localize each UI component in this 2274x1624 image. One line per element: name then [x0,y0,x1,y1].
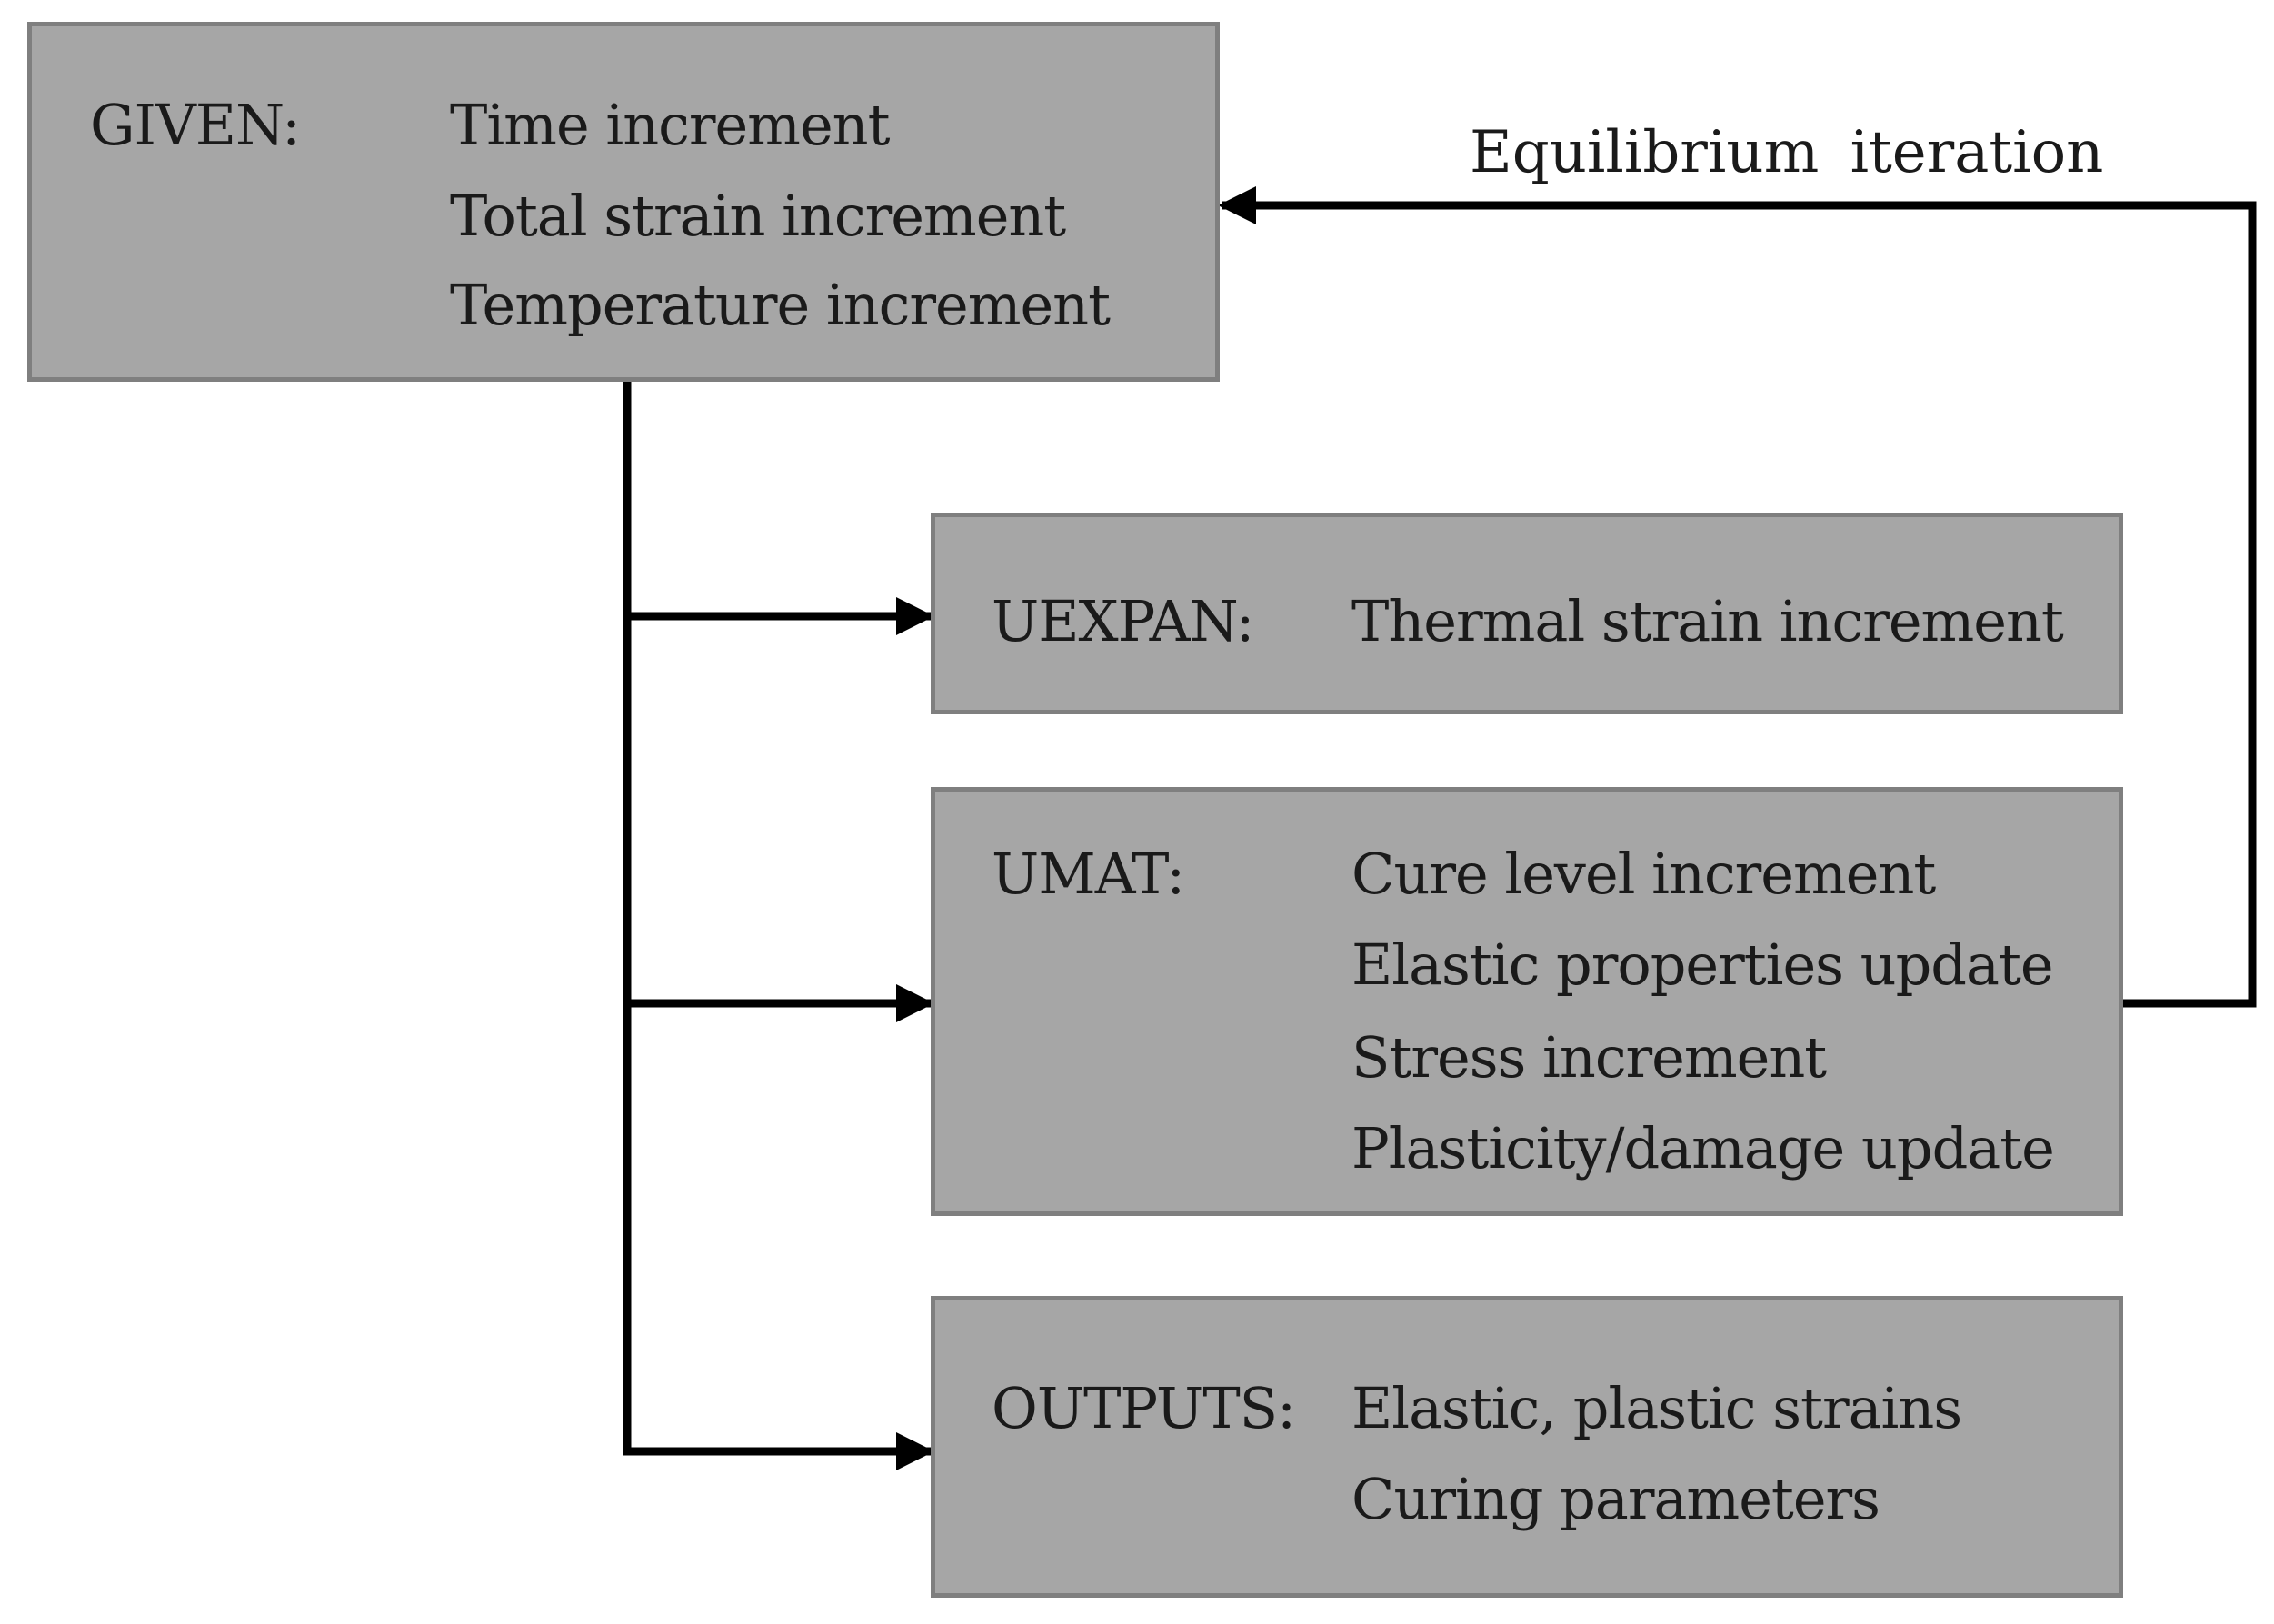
feedback-loop-connector [1218,186,2257,1008]
given-line: Total strain increment [450,183,1066,249]
feedback-loop-label: Equilibrium iteration [1470,119,2104,186]
uexpan-box: UEXPAN: Thermal strain increment [931,513,2123,714]
uexpan-line: Thermal strain increment [1351,588,2064,654]
outputs-line: Curing parameters [1351,1466,1880,1532]
given-box: GIVEN: Time increment Total strain incre… [27,22,1220,382]
umat-line: Stress increment [1351,1024,1827,1091]
outputs-label: OUTPUTS: [992,1375,1296,1441]
given-line: Time increment [450,92,891,158]
given-line: Temperature increment [450,272,1111,338]
umat-box: UMAT: Cure level increment Elastic prope… [931,787,2123,1216]
outputs-line: Elastic, plastic strains [1351,1375,1962,1441]
umat-label: UMAT: [992,841,1185,907]
trunk-connector [623,382,934,1470]
umat-line: Plasticity/damage update [1351,1115,2055,1181]
given-label: GIVEN: [90,92,301,158]
uexpan-label: UEXPAN: [992,588,1254,654]
outputs-box: OUTPUTS: Elastic, plastic strains Curing… [931,1296,2123,1598]
umat-line: Cure level increment [1351,841,1936,907]
umat-line: Elastic properties update [1351,932,2054,998]
